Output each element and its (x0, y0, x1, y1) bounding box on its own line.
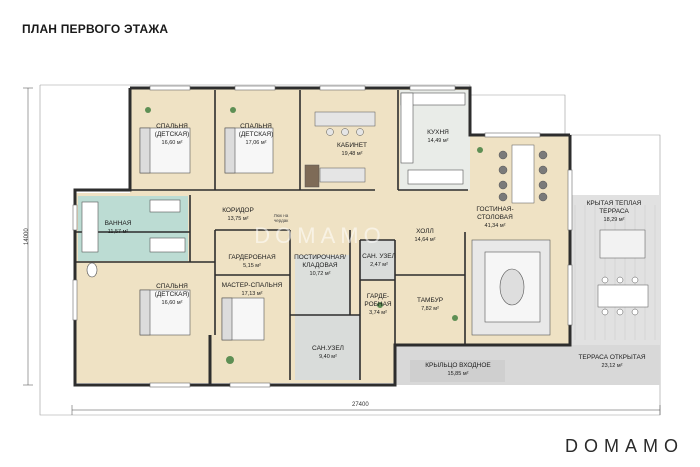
brand-logo: DOMAMO (565, 436, 684, 456)
plan-title: ПЛАН ПЕРВОГО ЭТАЖА (22, 22, 169, 36)
dimension-width: 27400 (352, 402, 369, 408)
watermark: DOMAMO (254, 223, 386, 248)
room-label-bed3: СПАЛЬНЯ (ДЕТСКАЯ)16,60 м² (154, 283, 190, 306)
attic-hatch-note: Люк на чердак (273, 213, 289, 223)
room-label-bed1: СПАЛЬНЯ (ДЕТСКАЯ)16,60 м² (154, 123, 190, 146)
room-label-bed2: СПАЛЬНЯ (ДЕТСКАЯ)17,06 м² (238, 123, 274, 146)
dimension-height: 14000 (24, 228, 30, 245)
